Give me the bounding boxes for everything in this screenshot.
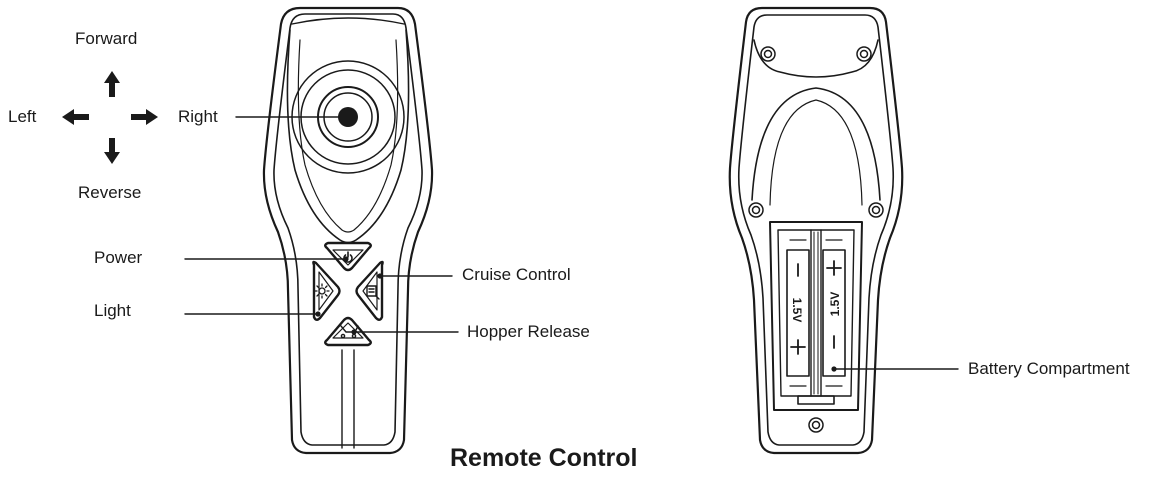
back-top-cover (753, 39, 879, 78)
front-remote (62, 6, 459, 455)
battery-cell-left (786, 249, 810, 377)
battery-cell-right-label: 1.5V (828, 292, 842, 317)
screw-top-left (760, 46, 776, 62)
back-remote: 1.5V 1.5V (728, 6, 959, 455)
front-joystick-housing-inner (297, 39, 399, 233)
front-leader-lines (184, 116, 459, 335)
arrow-down-icon (104, 138, 120, 164)
screw-top-right (856, 46, 872, 62)
back-body-inner (737, 14, 895, 446)
front-top-cap (291, 17, 405, 25)
front-bottom-groove (341, 349, 355, 449)
battery-cell-left-label: 1.5V (790, 298, 804, 323)
cruise-control-button[interactable] (355, 260, 384, 321)
arrow-left-icon (62, 109, 89, 125)
label-hopper-release: Hopper Release (467, 322, 590, 341)
label-power: Power (94, 248, 143, 267)
cruise-control-icon (366, 285, 380, 300)
arrow-up-icon (104, 71, 120, 97)
battery-latch (797, 395, 835, 405)
light-leader-dot (315, 311, 321, 317)
arrow-right-icon (131, 109, 158, 125)
battery-cell-right (822, 249, 846, 377)
diagram-title: Remote Control (450, 444, 638, 472)
hopper-leader-dot (351, 329, 357, 335)
label-battery-compartment: Battery Compartment (968, 359, 1130, 378)
light-icon (314, 283, 330, 299)
battery-door-edge (769, 99, 863, 206)
battery-door-dome (751, 87, 881, 201)
label-left: Left (8, 107, 37, 126)
label-light: Light (94, 301, 131, 320)
joystick-knob[interactable] (338, 107, 358, 127)
battery-left-plus (790, 339, 806, 355)
front-body-inner (273, 13, 423, 446)
screw-mid-right (868, 202, 884, 218)
battery-right-plus (826, 260, 842, 276)
screw-bottom (808, 417, 824, 433)
label-forward: Forward (75, 29, 138, 48)
battery-compartment (769, 221, 863, 411)
light-button[interactable] (312, 260, 341, 321)
screw-mid-left (748, 202, 764, 218)
label-reverse: Reverse (78, 183, 142, 202)
battery-cell-left-label-group: 1.5V (790, 298, 804, 323)
power-icon (343, 251, 353, 263)
label-right: Right (178, 107, 218, 126)
back-body-outline (728, 6, 904, 455)
hopper-release-button[interactable] (324, 316, 372, 347)
power-leader-dot (343, 256, 349, 262)
label-cruise-control: Cruise Control (462, 265, 571, 284)
battery-leader-dot (831, 366, 837, 372)
front-body-outline (262, 6, 434, 455)
power-button[interactable] (324, 241, 372, 272)
cruise-leader-dot (377, 273, 383, 279)
battery-cell-right-label-group: 1.5V (828, 292, 842, 317)
